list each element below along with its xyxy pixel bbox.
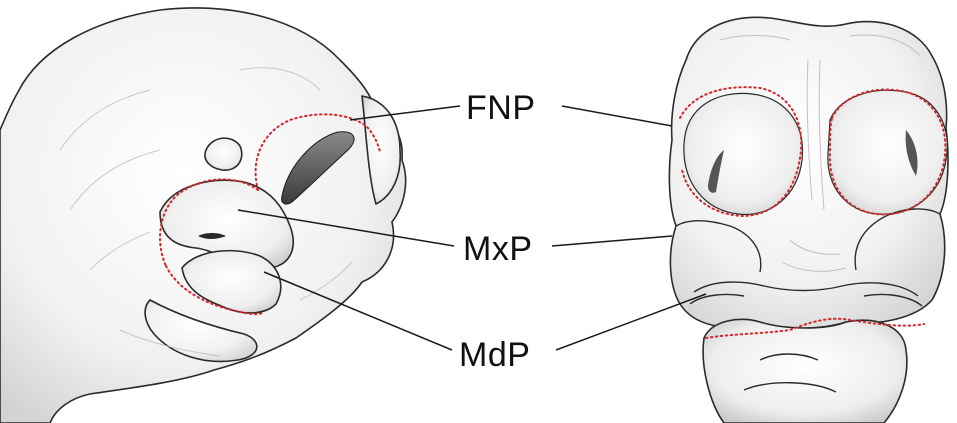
fnp-leader-right bbox=[562, 106, 672, 126]
frontal-right-nasal-prominence bbox=[828, 90, 947, 214]
mxp-label: MxP bbox=[463, 232, 533, 266]
fnp-label: FNP bbox=[466, 91, 536, 125]
mdp-label: MdP bbox=[459, 338, 530, 372]
lateral-view-embryo bbox=[0, 8, 406, 423]
lateral-eye-bump bbox=[205, 138, 242, 170]
frontal-view-embryo bbox=[669, 17, 948, 423]
frontal-lower-body bbox=[703, 319, 907, 423]
mdp-leader-right bbox=[556, 294, 706, 350]
mxp-leader-right bbox=[552, 236, 672, 246]
